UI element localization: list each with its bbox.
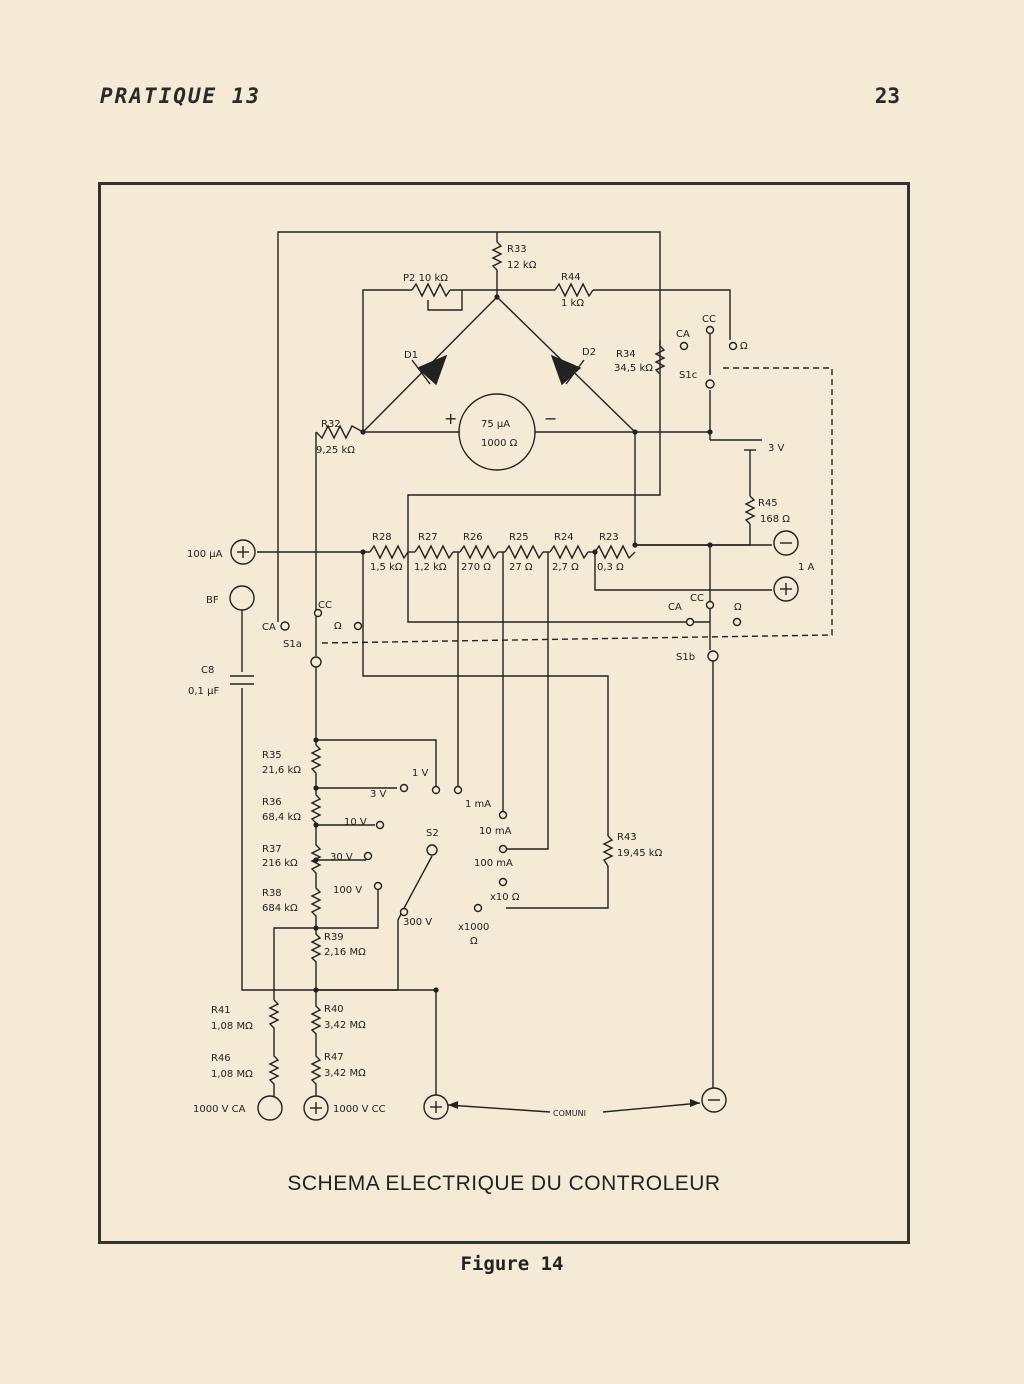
label-r26-value: 270 Ω — [461, 562, 491, 573]
label-s1b: S1b — [676, 652, 695, 663]
label-range-x1000: x1000 — [458, 922, 489, 933]
label-d1: D1 — [404, 350, 418, 361]
label-range-100ma: 100 mA — [474, 858, 513, 869]
schematic-caption: SCHEMA ELECTRIQUE DU CONTROLEUR — [287, 1172, 721, 1195]
label-d2: D2 — [582, 347, 596, 358]
label-s1c-ohm: Ω — [740, 341, 748, 352]
label-r33: R33 — [507, 244, 527, 255]
label-s1c-ca: CA — [676, 329, 690, 340]
label-range-300v: 300 V — [403, 917, 432, 928]
label-c8: C8 — [201, 665, 214, 676]
label-r44: R44 — [561, 272, 581, 283]
label-r46: R46 — [211, 1053, 231, 1064]
label-r41: R41 — [211, 1005, 231, 1016]
label-range-x1000-ohm: Ω — [470, 936, 478, 947]
label-r26: R26 — [463, 532, 483, 543]
label-r45-value: 168 Ω — [760, 514, 790, 525]
label-1a: 1 A — [798, 562, 815, 573]
label-r23: R23 — [599, 532, 619, 543]
label-range-100v: 100 V — [333, 885, 362, 896]
label-r43: R43 — [617, 832, 637, 843]
label-r33-value: 12 kΩ — [507, 260, 537, 271]
label-meter-minus: − — [544, 409, 557, 428]
label-r40: R40 — [324, 1004, 344, 1015]
label-r45: R45 — [758, 498, 778, 509]
label-range-1ma: 1 mA — [465, 799, 491, 810]
label-meter-current: 75 μA — [481, 419, 510, 430]
label-r39-value: 2,16 MΩ — [324, 947, 366, 958]
label-r38: R38 — [262, 888, 282, 899]
label-r37-value: 216 kΩ — [262, 858, 298, 869]
label-r34: R34 — [616, 349, 636, 360]
page-header: PRATIQUE 13 23 — [100, 84, 900, 118]
label-r43-value: 19,45 kΩ — [617, 848, 663, 859]
label-range-30v: 30 V — [330, 852, 353, 863]
label-s1b-ohm: Ω — [734, 602, 742, 613]
label-r24-value: 2,7 Ω — [552, 562, 579, 573]
label-range-10ma: 10 mA — [479, 826, 512, 837]
page-number: 23 — [874, 84, 900, 108]
label-r46-value: 1,08 MΩ — [211, 1069, 253, 1080]
label-r28-value: 1,5 kΩ — [370, 562, 403, 573]
label-s1a-ohm: Ω — [334, 621, 342, 632]
label-r24: R24 — [554, 532, 574, 543]
label-r47-value: 3,42 MΩ — [324, 1068, 366, 1079]
label-r32-value: 9,25 kΩ — [316, 445, 355, 456]
label-s1c: S1c — [679, 370, 697, 381]
label-r39: R39 — [324, 932, 344, 943]
label-r25: R25 — [509, 532, 529, 543]
label-range-3v: 3 V — [370, 789, 387, 800]
label-1000v-ca: 1000 V CA — [193, 1104, 246, 1115]
label-r34-value: 34,5 kΩ — [614, 363, 653, 374]
label-range-10v: 10 V — [344, 817, 367, 828]
label-s1a: S1a — [283, 639, 302, 650]
label-r44-value: 1 kΩ — [561, 298, 584, 309]
label-r36: R36 — [262, 797, 282, 808]
label-r25-value: 27 Ω — [509, 562, 533, 573]
label-s1c-cc: CC — [702, 314, 716, 325]
label-r27-value: 1,2 kΩ — [414, 562, 447, 573]
label-r47: R47 — [324, 1052, 344, 1063]
label-range-x10-ohm: x10 Ω — [490, 892, 520, 903]
label-r41-value: 1,08 MΩ — [211, 1021, 253, 1032]
label-r36-value: 68,4 kΩ — [262, 812, 301, 823]
label-s1b-ca: CA — [668, 602, 682, 613]
label-r35-value: 21,6 kΩ — [262, 765, 301, 776]
label-meter-resistance: 1000 Ω — [481, 438, 518, 449]
label-meter-plus: + — [444, 409, 457, 428]
label-r38-value: 684 kΩ — [262, 903, 298, 914]
label-s2: S2 — [426, 828, 439, 839]
label-s1a-ca: CA — [262, 622, 276, 633]
label-100ua: 100 μA — [187, 549, 223, 560]
label-c8-value: 0,1 μF — [188, 686, 219, 697]
label-r28: R28 — [372, 532, 392, 543]
label-1000v-cc: 1000 V CC — [333, 1104, 386, 1115]
label-s1a-cc: CC — [318, 600, 332, 611]
figure-label: Figure 14 — [460, 1253, 564, 1275]
label-comuni: COMUNI — [553, 1109, 586, 1118]
label-r40-value: 3,42 MΩ — [324, 1020, 366, 1031]
label-r32: R32 — [321, 419, 341, 430]
label-r23-value: 0,3 Ω — [597, 562, 624, 573]
label-r37: R37 — [262, 844, 282, 855]
section-title: PRATIQUE 13 — [100, 84, 262, 108]
label-p2: P2 10 kΩ — [403, 273, 448, 284]
figure-frame — [98, 182, 910, 1244]
label-battery: 3 V — [768, 443, 785, 454]
label-r27: R27 — [418, 532, 438, 543]
label-r35: R35 — [262, 750, 282, 761]
label-s1b-cc: CC — [690, 593, 704, 604]
label-bf: BF — [206, 595, 219, 606]
label-range-1v: 1 V — [412, 768, 429, 779]
